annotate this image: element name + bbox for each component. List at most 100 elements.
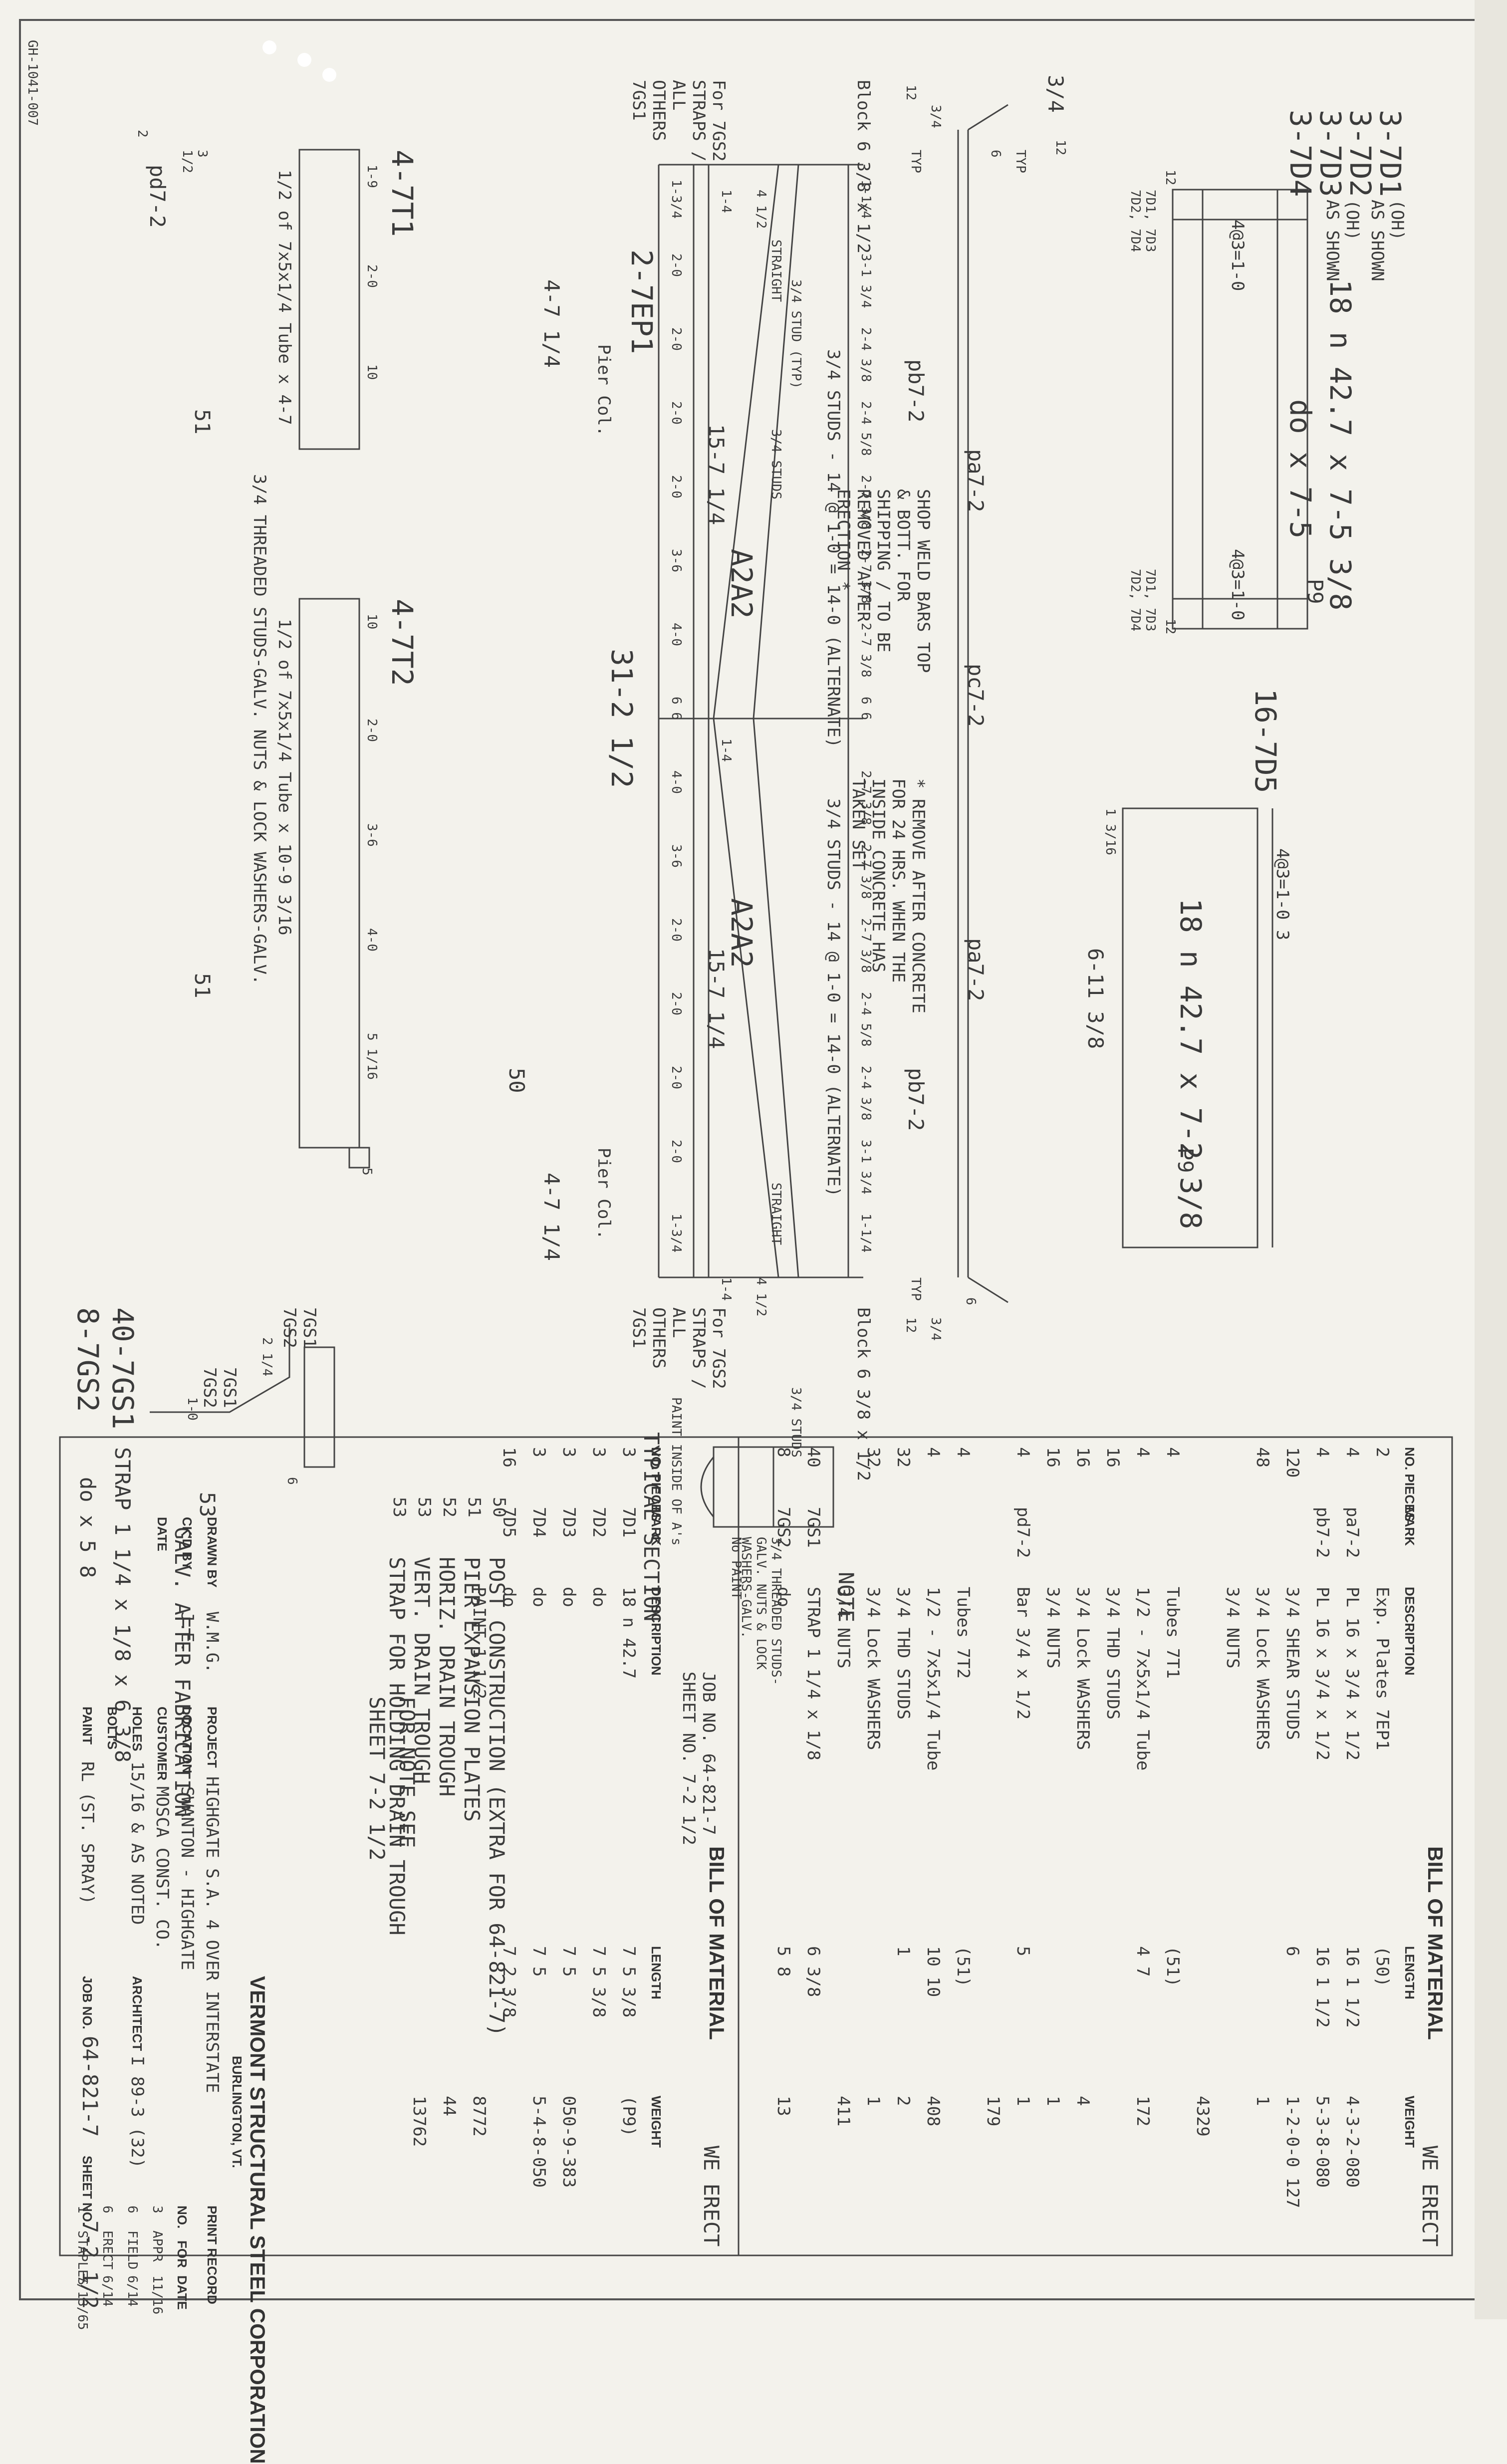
bom1-cell-wt: 4 [1073, 2096, 1093, 2106]
checked-by-label: CK'D BY [180, 1517, 195, 1570]
bom1-cell-wt: 4-3-2-080 [1342, 2096, 1362, 2188]
bom1-cell-len: 16 1 1/2 [1342, 1946, 1362, 2028]
edge-e: 4 1/2 [754, 1277, 768, 1317]
note-oh-2: (OH) [1387, 200, 1407, 241]
strap-mark-1: 40-7GS1 [106, 1307, 140, 1430]
location-label: LOCATION [180, 1707, 195, 1773]
label-7gs2b: 7GS2 [279, 1307, 299, 1348]
plate-b-circled: P9 [1173, 1148, 1198, 1173]
bar-typ-1: TYP [908, 150, 923, 173]
bom2-title: BILL OF MATERIAL [705, 1846, 729, 2040]
bom1-cell-no: 4 [1133, 1447, 1153, 1458]
bom1-cell-len: 6 [1282, 1946, 1302, 1957]
record-for: FIELD [125, 2230, 140, 2270]
tube-note-2: 2 [135, 130, 150, 138]
stud-lower-dim: 2-0 [669, 253, 684, 277]
bom1-cell-wt: 1-2-0-0 127 [1282, 2096, 1302, 2209]
stud-lower-dim: 6 6 [669, 697, 684, 720]
stud-lower-dim: 3-6 [669, 549, 684, 572]
straight-2: STRAIGHT [768, 1183, 783, 1245]
record-no: 6 [100, 2206, 115, 2214]
bom2-sheet: SHEET NO. 7-2 1/2 [679, 1672, 699, 1845]
section-paint: PAINT INSIDE OF A's [669, 1397, 684, 1546]
stud-lower-dim: 4-0 [669, 623, 684, 646]
paint-label: PAINT [80, 1707, 95, 1745]
label-7gs1: 7GS1 [220, 1367, 240, 1408]
bom1-cell-wt: 1 [1013, 2096, 1033, 2106]
bom1-cell-desc: 3/4 NUTS [833, 1587, 853, 1669]
stud-dim: 2-4 3/8 [858, 1066, 873, 1121]
bom1-cell-len: (51) [953, 1946, 973, 1987]
plate-size-1: 18 n 42.7 x 7-5 3/8 [1323, 279, 1357, 611]
bom2-cell-wt: (P9) [619, 2096, 639, 2137]
bom1-cell-no: 4 [1013, 1447, 1033, 1458]
tube-dim: 5 1/16 [364, 1033, 379, 1080]
bom1-col-header: LENGTH [1402, 1946, 1417, 1999]
bom1-cell-mark: pb7-2 [1312, 1507, 1332, 1558]
bom2-cell-mark: 7D2 [589, 1507, 609, 1538]
bom2-cell-len: 7 5 3/8 [589, 1946, 609, 2018]
block-top: Block 6 3/8 x 1/2 [853, 80, 873, 253]
paint-value: RL (ST. SPRAY) [77, 1761, 97, 1905]
note-mark: 53 [389, 1497, 409, 1517]
stud-lower-dim: 2-0 [669, 475, 684, 498]
dim-4-7b: 4-7 1/4 [539, 1173, 564, 1261]
bom1-cell-wt: 5-3-8-080 [1312, 2096, 1332, 2188]
bom2-cell-desc: do [589, 1587, 609, 1607]
stud-lower-dim: 4-0 [669, 770, 684, 794]
holes-label: HOLES [130, 1707, 145, 1751]
tube-sec: 5 [359, 1168, 374, 1176]
record-date: 6/14 [125, 2275, 140, 2307]
bom1-cell-len: 5 [1013, 1946, 1033, 1957]
punch-hole [322, 68, 336, 82]
shop-weld-note: SHOP WELD BARS TOP & BOTT. FOR SHIPPING … [833, 489, 933, 673]
mark-7d3: 3-7D3 [1313, 110, 1347, 197]
hole-spacing-2: 4@3=1-0 [1228, 549, 1248, 621]
company-city: BURLINGTON, VT. [230, 2056, 245, 2168]
holes-value: 15/16 & AS NOTED [127, 1761, 147, 1925]
record-col-header: NO. [175, 2206, 190, 2229]
plate-b-edge: 1 3/16 [1103, 808, 1118, 855]
record-date: 7/13/65 [75, 2275, 90, 2330]
drawn-by-value: W.M.G. [202, 1612, 222, 1673]
note-mark: 52 [439, 1497, 459, 1517]
edge-b: 1-4 [719, 739, 734, 762]
bom2-cell-wt: 44 [439, 2096, 459, 2116]
stud-dim: 2-4 5/8 [858, 401, 873, 456]
project-value: HIGHGATE S.A. 4 OVER INTERSTATE [202, 1776, 222, 2093]
mark-ref-3: 7D1, 7D3 [1143, 569, 1158, 632]
hole-spacing-1: 4@3=1-0 [1228, 220, 1248, 291]
plate-b-height: 6-11 3/8 [1083, 948, 1108, 1049]
tube-1: 1/2 of 7x5x1/4 Tube x 4-7 [274, 170, 294, 425]
bom2-cell-no: 3 [619, 1447, 639, 1458]
note-mark: 51 [464, 1497, 484, 1517]
stud-dim: 1-1/4 [858, 180, 873, 219]
bom1-cell-no: 4 [953, 1447, 973, 1458]
location-value: SWANTON - HIGHGATE [177, 1786, 197, 1971]
bom2-cell-desc: 18 n 42.7 [619, 1587, 639, 1679]
bom1-erect: WE ERECT [1418, 2146, 1442, 2247]
stud-dim: 3-1 3/4 [858, 1140, 873, 1195]
tube-note-3: 3 [195, 150, 210, 158]
studs-row-bottom: 3/4 STUDS - 14 @ 1-0 = 14-0 (ALTERNATE) [823, 798, 843, 1197]
edge-d: 4 1/2 [754, 190, 768, 229]
note-mark: 50 [489, 1497, 509, 1517]
mark-ref-4: 7D2, 7D4 [1128, 569, 1143, 632]
bom1-cell-desc: 1/2 - 7x5x1/4 Tube [1133, 1587, 1153, 1771]
bom1-cell-no: 32 [893, 1447, 913, 1468]
bom1-cell-no: 16 [1073, 1447, 1093, 1468]
note-desc: VERT. DRAIN TROUGH [410, 1557, 434, 1784]
bom1-cell-len: (51) [1163, 1946, 1183, 1987]
bar-typ-2: TYP [908, 1277, 923, 1301]
bom2-col-header: WEIGHT [649, 2096, 664, 2148]
label-7gs1b: 7GS1 [299, 1307, 319, 1348]
bom1-cell-len: 6 3/8 [803, 1946, 823, 1997]
bom1-cell-len: (50) [1372, 1946, 1392, 1987]
stud-dim: 2-7 3/8 [858, 770, 873, 825]
note-desc: PIER EXPANSION PLATES [460, 1557, 484, 1822]
note-desc: POST CONSTRUCTION (EXTRA FOR 64-821-7) [485, 1557, 509, 2036]
bom2-cell-no: 3 [559, 1447, 579, 1458]
customer-value: MOSCA CONST. CO. [152, 1786, 172, 1950]
edge-1: 12 [1163, 170, 1178, 186]
note-mark: 53 [414, 1497, 434, 1517]
